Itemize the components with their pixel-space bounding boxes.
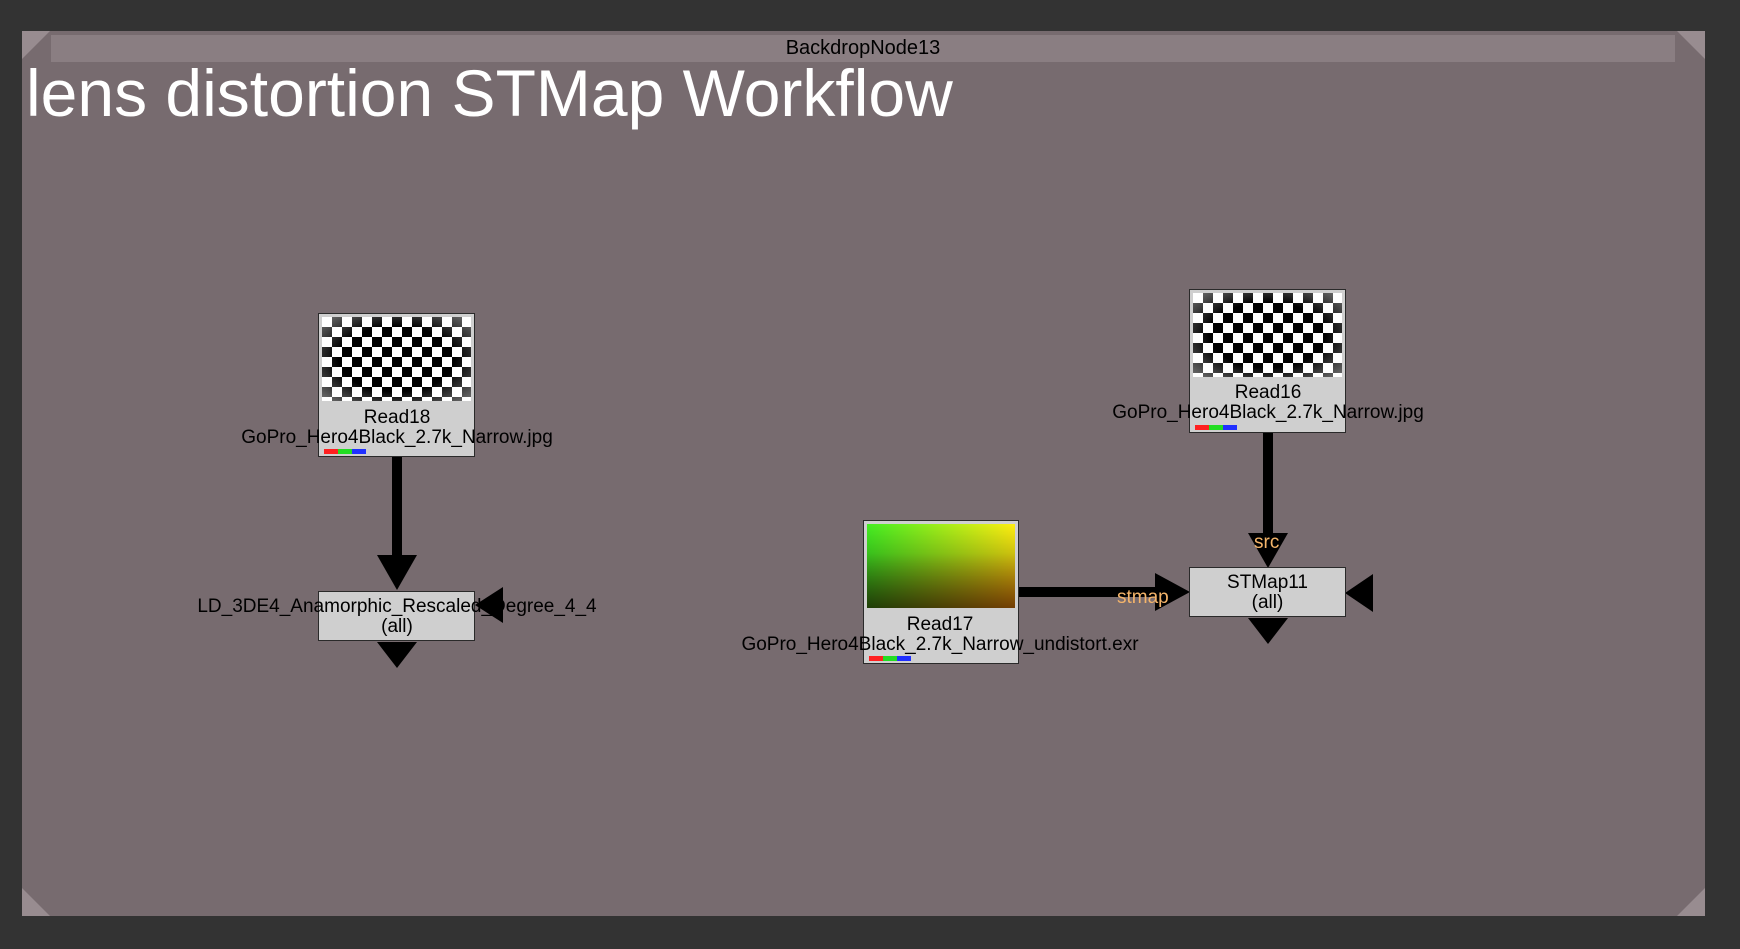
- backdrop-header[interactable]: BackdropNode13: [51, 35, 1675, 62]
- read17-node[interactable]: [863, 520, 1019, 664]
- read17-label: Read17 GoPro_Hero4Black_2.7k_Narrow_undi…: [700, 615, 1180, 655]
- read17-thumbnail: [867, 524, 1015, 608]
- backdrop-title: lens distortion STMap Workflow: [26, 56, 953, 130]
- stmap11-node[interactable]: [1189, 567, 1346, 617]
- ld-3de4-node[interactable]: [318, 591, 475, 641]
- read18-thumbnail: [322, 317, 471, 401]
- arrow-ld-input: [377, 555, 417, 590]
- stmap11-label: STMap11 (all): [1189, 573, 1346, 613]
- backdrop-node[interactable]: BackdropNode13 lens distortion STMap Wor…: [22, 31, 1705, 916]
- stmap11-stmap-input-label: stmap: [1117, 587, 1169, 608]
- read17-name: Read17: [906, 614, 974, 635]
- stmap11-channels: (all): [1251, 592, 1284, 613]
- read16-thumbnail: [1193, 293, 1342, 377]
- read16-label: Read16 GoPro_Hero4Black_2.7k_Narrow.jpg: [1070, 383, 1466, 423]
- read17-channel-indicator: [869, 656, 911, 661]
- stmap11-src-input-label: src: [1254, 532, 1280, 553]
- read16-channel-indicator: [1195, 425, 1237, 430]
- arrow-src-input: [1248, 533, 1288, 568]
- read17-file: GoPro_Hero4Black_2.7k_Narrow_undistort.e…: [741, 634, 1139, 655]
- read16-file: GoPro_Hero4Black_2.7k_Narrow.jpg: [1112, 402, 1424, 423]
- ld-3de4-label: LD_3DE4_Anamorphic_Rescaled_Degree_4_4 (…: [170, 597, 624, 637]
- read18-label: Read18 GoPro_Hero4Black_2.7k_Narrow.jpg: [200, 408, 594, 448]
- ld-3de4-name: LD_3DE4_Anamorphic_Rescaled_Degree_4_4: [197, 596, 597, 617]
- stmap11-name: STMap11: [1227, 572, 1308, 593]
- resize-handle-top-right[interactable]: [1677, 31, 1705, 59]
- stmap-output-arrow[interactable]: [1248, 618, 1288, 644]
- arrow-stmap-input: [1155, 573, 1190, 611]
- ld-mask-input-arrow[interactable]: [475, 587, 503, 623]
- read18-channel-indicator: [324, 449, 366, 454]
- read18-node[interactable]: [318, 313, 475, 457]
- resize-handle-top-left[interactable]: [22, 31, 50, 59]
- resize-handle-bottom-left[interactable]: [22, 888, 50, 916]
- ld-output-arrow[interactable]: [377, 642, 417, 668]
- resize-handle-bottom-right[interactable]: [1677, 888, 1705, 916]
- read16-name: Read16: [1234, 382, 1302, 403]
- read18-name: Read18: [363, 407, 431, 428]
- ld-3de4-channels: (all): [381, 616, 413, 637]
- read16-node[interactable]: [1189, 289, 1346, 433]
- backdrop-name: BackdropNode13: [785, 37, 941, 59]
- stmap-mask-input-arrow[interactable]: [1345, 574, 1373, 612]
- read18-file: GoPro_Hero4Black_2.7k_Narrow.jpg: [241, 427, 553, 448]
